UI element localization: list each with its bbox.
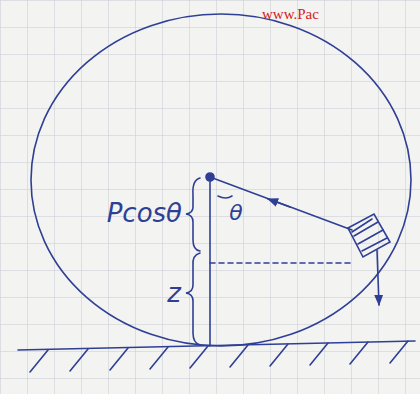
rod <box>210 177 352 230</box>
dimension-label: Pcosθ <box>107 200 182 226</box>
wheel-circle <box>31 14 411 346</box>
brace <box>186 253 200 345</box>
dimension-label: z <box>167 280 181 306</box>
block <box>348 214 390 257</box>
angle-label: θ <box>229 202 242 224</box>
ground-line <box>18 341 415 350</box>
rod-arrow <box>268 199 290 207</box>
ground-hatch <box>30 341 408 372</box>
weight-arrow <box>377 250 379 305</box>
block-hatch <box>352 219 387 251</box>
angle-arc <box>218 196 232 198</box>
brace <box>186 178 200 251</box>
watermark: www.Pac <box>262 7 319 22</box>
vertical-axis <box>209 178 211 346</box>
dashed-level <box>210 262 352 264</box>
